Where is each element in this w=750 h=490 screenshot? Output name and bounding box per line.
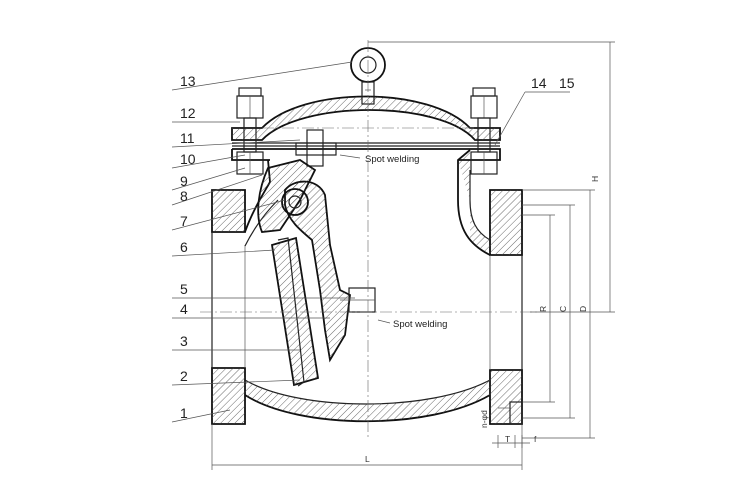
part-label-11: 11 (180, 130, 195, 146)
leader-lines (171, 61, 570, 423)
part-label-6: 6 (180, 239, 188, 255)
part-label-4: 4 (180, 301, 188, 317)
dim-c-label: C (558, 306, 568, 312)
part-number-labels: 13 12 11 10 9 8 7 6 5 4 3 2 1 14 15 (180, 73, 575, 421)
dim-r-label: R (538, 306, 548, 312)
center-lines (200, 40, 540, 440)
dim-f-label: f (534, 434, 537, 444)
note-spot-welding-mid: Spot welding (393, 319, 447, 330)
stud-bolt-left (236, 87, 264, 175)
part-label-9: 9 (180, 173, 188, 189)
part-label-7: 7 (180, 213, 188, 229)
dim-nd-label: n-φd (479, 410, 489, 428)
valve-body (211, 149, 523, 425)
part-label-14: 14 (531, 75, 547, 91)
stud-bolt-right (470, 87, 498, 175)
part-label-3: 3 (180, 333, 188, 349)
dim-l-label: L (365, 454, 370, 464)
disc (270, 236, 376, 387)
part-label-5: 5 (180, 281, 188, 297)
note-spot-welding-top: Spot welding (365, 154, 419, 165)
part-label-8: 8 (180, 188, 188, 204)
part-label-2: 2 (180, 368, 188, 384)
dim-h-label: H (590, 176, 600, 182)
part-label-13: 13 (180, 73, 196, 89)
dimension-labels: H D C R n-φd T f L (365, 176, 600, 464)
hinge-arm (281, 180, 351, 363)
dimension-lines (211, 41, 615, 470)
part-label-15: 15 (559, 75, 575, 91)
dim-t-label: T (505, 434, 510, 444)
part-label-12: 12 (180, 105, 196, 121)
welding-notes: Spot welding Spot welding (365, 154, 447, 330)
bonnet (231, 95, 501, 161)
part-label-1: 1 (180, 405, 188, 421)
dim-d-label: D (578, 306, 588, 312)
part-label-10: 10 (180, 151, 196, 167)
